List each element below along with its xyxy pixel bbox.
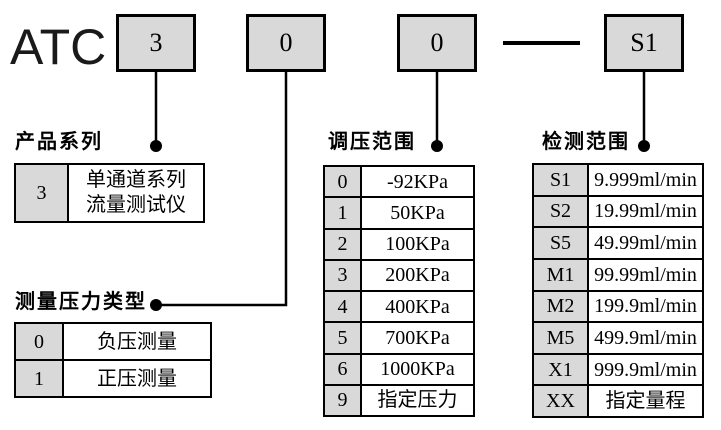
table-row: S2 19.99ml/min: [534, 194, 702, 227]
table-row: 1 正压测量: [16, 359, 210, 396]
table-row: 2 100KPa: [325, 227, 473, 259]
table-regulation-range: 0 -92KPa 1 50KPa 2 100KPa 3 200KPa 4 400…: [323, 165, 475, 417]
connector-dot-regulation-range: [431, 140, 443, 152]
table-row: 4 400KPa: [325, 290, 473, 322]
value-cell: 199.9ml/min: [594, 295, 697, 318]
code-cell: 4: [325, 292, 362, 322]
table-row: S5 49.99ml/min: [534, 226, 702, 258]
code-cell: 0: [16, 324, 64, 359]
code-cell: S2: [534, 196, 589, 227]
table-pressure-type: 0 负压测量 1 正压测量: [14, 322, 212, 398]
table-detection-range: S1 9.999ml/min S2 19.99ml/min S5 49.99ml…: [532, 163, 704, 418]
code-cell: 0: [325, 167, 362, 197]
table-row: X1 999.9ml/min: [534, 352, 702, 385]
code-cell: 1: [325, 198, 362, 228]
value-cell: 指定压力: [377, 389, 458, 412]
table-row: XX 指定量程: [534, 384, 702, 416]
value-cell: 单通道系列 流量测试仪: [69, 165, 203, 221]
table-row: 0 -92KPa: [325, 167, 473, 197]
table-row: M1 99.99ml/min: [534, 257, 702, 290]
value-cell: 700KPa: [385, 326, 450, 349]
code-cell: XX: [534, 386, 589, 416]
connector-dot-product-series: [150, 140, 162, 152]
code-cell: S5: [534, 228, 589, 258]
section-label-pressure-type: 测量压力类型: [15, 291, 147, 313]
value-cell: 指定量程: [605, 390, 686, 413]
code-cell: 3: [16, 165, 69, 221]
table-row: 0 负压测量: [16, 324, 210, 359]
code-cell: 3: [325, 260, 362, 290]
code-separator-dash: [503, 41, 580, 45]
value-cell: 499.9ml/min: [594, 326, 697, 349]
table-row: S1 9.999ml/min: [534, 165, 702, 195]
value-cell: 200KPa: [385, 264, 450, 287]
code-cell: M1: [534, 259, 589, 290]
code-cell: M2: [534, 291, 589, 322]
table-row: M5 499.9ml/min: [534, 321, 702, 353]
code-cell: 2: [325, 229, 362, 259]
value-cell: 400KPa: [385, 295, 450, 318]
value-cell: 50KPa: [390, 201, 445, 224]
table-row: 5 700KPa: [325, 321, 473, 353]
table-row: M2 199.9ml/min: [534, 289, 702, 322]
value-cell: 99.99ml/min: [594, 263, 697, 286]
value-line-2: 流量测试仪: [86, 194, 186, 216]
section-label-detection-range: 检测范围: [542, 131, 630, 153]
code-cell: 9: [325, 385, 362, 415]
connector-dot-detection-range: [638, 140, 650, 152]
value-cell: 正压测量: [97, 367, 177, 390]
value-cell: -92KPa: [386, 170, 449, 193]
code-segment-box-1: 3: [116, 14, 196, 72]
table-product-series: 3 单通道系列 流量测试仪: [14, 163, 205, 223]
table-row: 1 50KPa: [325, 196, 473, 228]
table-row: 3 单通道系列 流量测试仪: [16, 165, 203, 221]
section-label-regulation-range: 调压范围: [328, 131, 416, 153]
code-segment-box-3: 0: [397, 14, 477, 72]
value-cell: 19.99ml/min: [594, 200, 697, 223]
code-cell: 1: [16, 361, 64, 396]
value-cell: 999.9ml/min: [594, 358, 697, 381]
value-cell: 负压测量: [97, 330, 177, 353]
code-segment-box-2: 0: [246, 14, 326, 72]
value-cell: 49.99ml/min: [594, 232, 697, 255]
table-row: 9 指定压力: [325, 383, 473, 415]
code-cell: M5: [534, 323, 589, 353]
code-segment-box-4: S1: [604, 14, 684, 72]
value-cell: 9.999ml/min: [594, 168, 697, 191]
code-cell: X1: [534, 354, 589, 385]
connector-dot-pressure-type: [150, 299, 162, 311]
table-row: 3 200KPa: [325, 258, 473, 290]
connector-line-pressure-type: [160, 71, 288, 307]
code-cell: 6: [325, 354, 362, 384]
table-row: 6 1000KPa: [325, 352, 473, 384]
code-cell: S1: [534, 165, 589, 195]
code-cell: 5: [325, 323, 362, 353]
section-label-product-series: 产品系列: [15, 131, 103, 153]
product-code-prefix: ATC: [10, 19, 107, 75]
value-cell: 1000KPa: [380, 358, 455, 381]
value-cell: 100KPa: [385, 233, 450, 256]
value-line-1: 单通道系列: [86, 169, 186, 191]
